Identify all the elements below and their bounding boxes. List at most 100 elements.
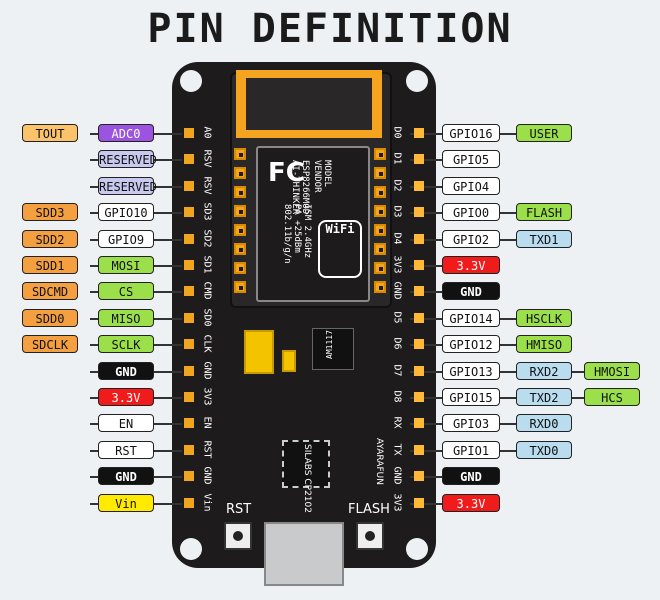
pin-label: 3.3V xyxy=(98,388,154,406)
pin-label: SDD2 xyxy=(22,229,78,248)
header-pin xyxy=(414,339,424,350)
pin-label: GPIO15 xyxy=(442,388,500,406)
pin-label: GPIO12 xyxy=(442,335,500,354)
rst-button[interactable] xyxy=(224,522,252,550)
module-pad xyxy=(374,224,386,236)
header-pin xyxy=(414,392,424,402)
pin-label: GPIO16 xyxy=(442,124,500,142)
pin-label: SDD3 xyxy=(22,203,78,222)
header-pin xyxy=(184,207,194,218)
pin-label: RESERVED xyxy=(98,176,157,195)
chip-label: SILABS CP2102 xyxy=(302,444,312,513)
header-pin xyxy=(184,233,194,244)
pin-label: HMISO xyxy=(516,335,572,354)
pin-label: SDCMD xyxy=(22,282,78,301)
header-pin xyxy=(184,418,194,429)
header-pin xyxy=(414,180,424,191)
pin-name: D6 xyxy=(391,337,403,350)
pin-name: D1 xyxy=(391,152,403,165)
header-pin xyxy=(184,392,194,402)
pin-name: CMD xyxy=(201,281,213,300)
pin-label: GPIO9 xyxy=(98,229,154,248)
header-pin xyxy=(414,260,424,270)
regulator: AM1117 xyxy=(312,328,354,370)
pin-name: D3 xyxy=(391,205,403,218)
pin-label: USER xyxy=(516,124,572,142)
pin-label: GPIO4 xyxy=(442,176,500,195)
header-pin xyxy=(414,418,424,429)
regulator-label: AM1117 xyxy=(325,330,334,359)
pin-label: GPIO14 xyxy=(442,308,500,327)
pin-label: FLASH xyxy=(516,203,572,222)
pin-label: TOUT xyxy=(22,124,78,142)
header-pin xyxy=(414,444,424,455)
connector-line xyxy=(410,397,620,399)
pin-label: MISO xyxy=(98,308,154,327)
pin-name: Vin xyxy=(201,493,213,512)
header-pin xyxy=(184,260,194,270)
capacitor xyxy=(282,350,296,372)
header-pin xyxy=(414,233,424,244)
pin-name: GND xyxy=(201,466,213,485)
fc-logo: FC xyxy=(268,158,305,188)
pin-name: RSV xyxy=(201,149,213,168)
pin-label: TXD1 xyxy=(516,229,572,248)
connector-line xyxy=(410,159,450,162)
module-text-line: VENDOR xyxy=(312,160,322,193)
module-pad xyxy=(374,148,386,160)
mount-hole xyxy=(406,538,428,560)
antenna-trace xyxy=(246,78,372,130)
pin-name: 3V3 xyxy=(391,493,403,512)
module-pad xyxy=(234,186,246,198)
pin-label: RXD2 xyxy=(516,361,572,380)
pin-label: GPIO1 xyxy=(442,440,500,459)
pin-label: GPIO2 xyxy=(442,229,500,248)
header-pin xyxy=(184,339,194,350)
usb-chip xyxy=(282,440,330,488)
connector-line xyxy=(410,476,450,479)
header-pin xyxy=(184,180,194,191)
flash-label: FLASH xyxy=(348,502,390,517)
mount-hole xyxy=(180,70,202,92)
module-pad xyxy=(234,262,246,274)
pin-label: TXD0 xyxy=(516,440,572,459)
header-pin xyxy=(184,154,194,165)
pin-label: Vin xyxy=(98,493,154,512)
pin-label: TXD2 xyxy=(516,388,572,406)
header-pin xyxy=(414,154,424,165)
connector-line xyxy=(410,265,450,267)
pin-name: RX xyxy=(391,416,403,429)
pin-label: 3.3V xyxy=(442,256,500,274)
module-pad xyxy=(234,148,246,160)
pin-label: RESERVED xyxy=(98,150,157,169)
page-title: PIN DEFINITION xyxy=(147,6,513,52)
connector-line xyxy=(410,291,450,294)
pin-label: SDD1 xyxy=(22,256,78,274)
left-pin-row: Vin Vin xyxy=(0,493,230,514)
pin-label: CS xyxy=(98,282,154,301)
pin-label: SDD0 xyxy=(22,308,78,327)
pin-label: GPIO3 xyxy=(442,414,500,433)
flash-button[interactable] xyxy=(356,522,384,550)
right-pin-row: D6 GPIO12 HMISO xyxy=(380,335,650,355)
module-pad xyxy=(234,224,246,236)
mount-hole xyxy=(180,538,202,560)
pin-label: HCS xyxy=(584,388,640,406)
mount-hole xyxy=(406,70,428,92)
wifi-logo: WiFi xyxy=(318,220,362,278)
pin-label: RST xyxy=(98,440,154,459)
